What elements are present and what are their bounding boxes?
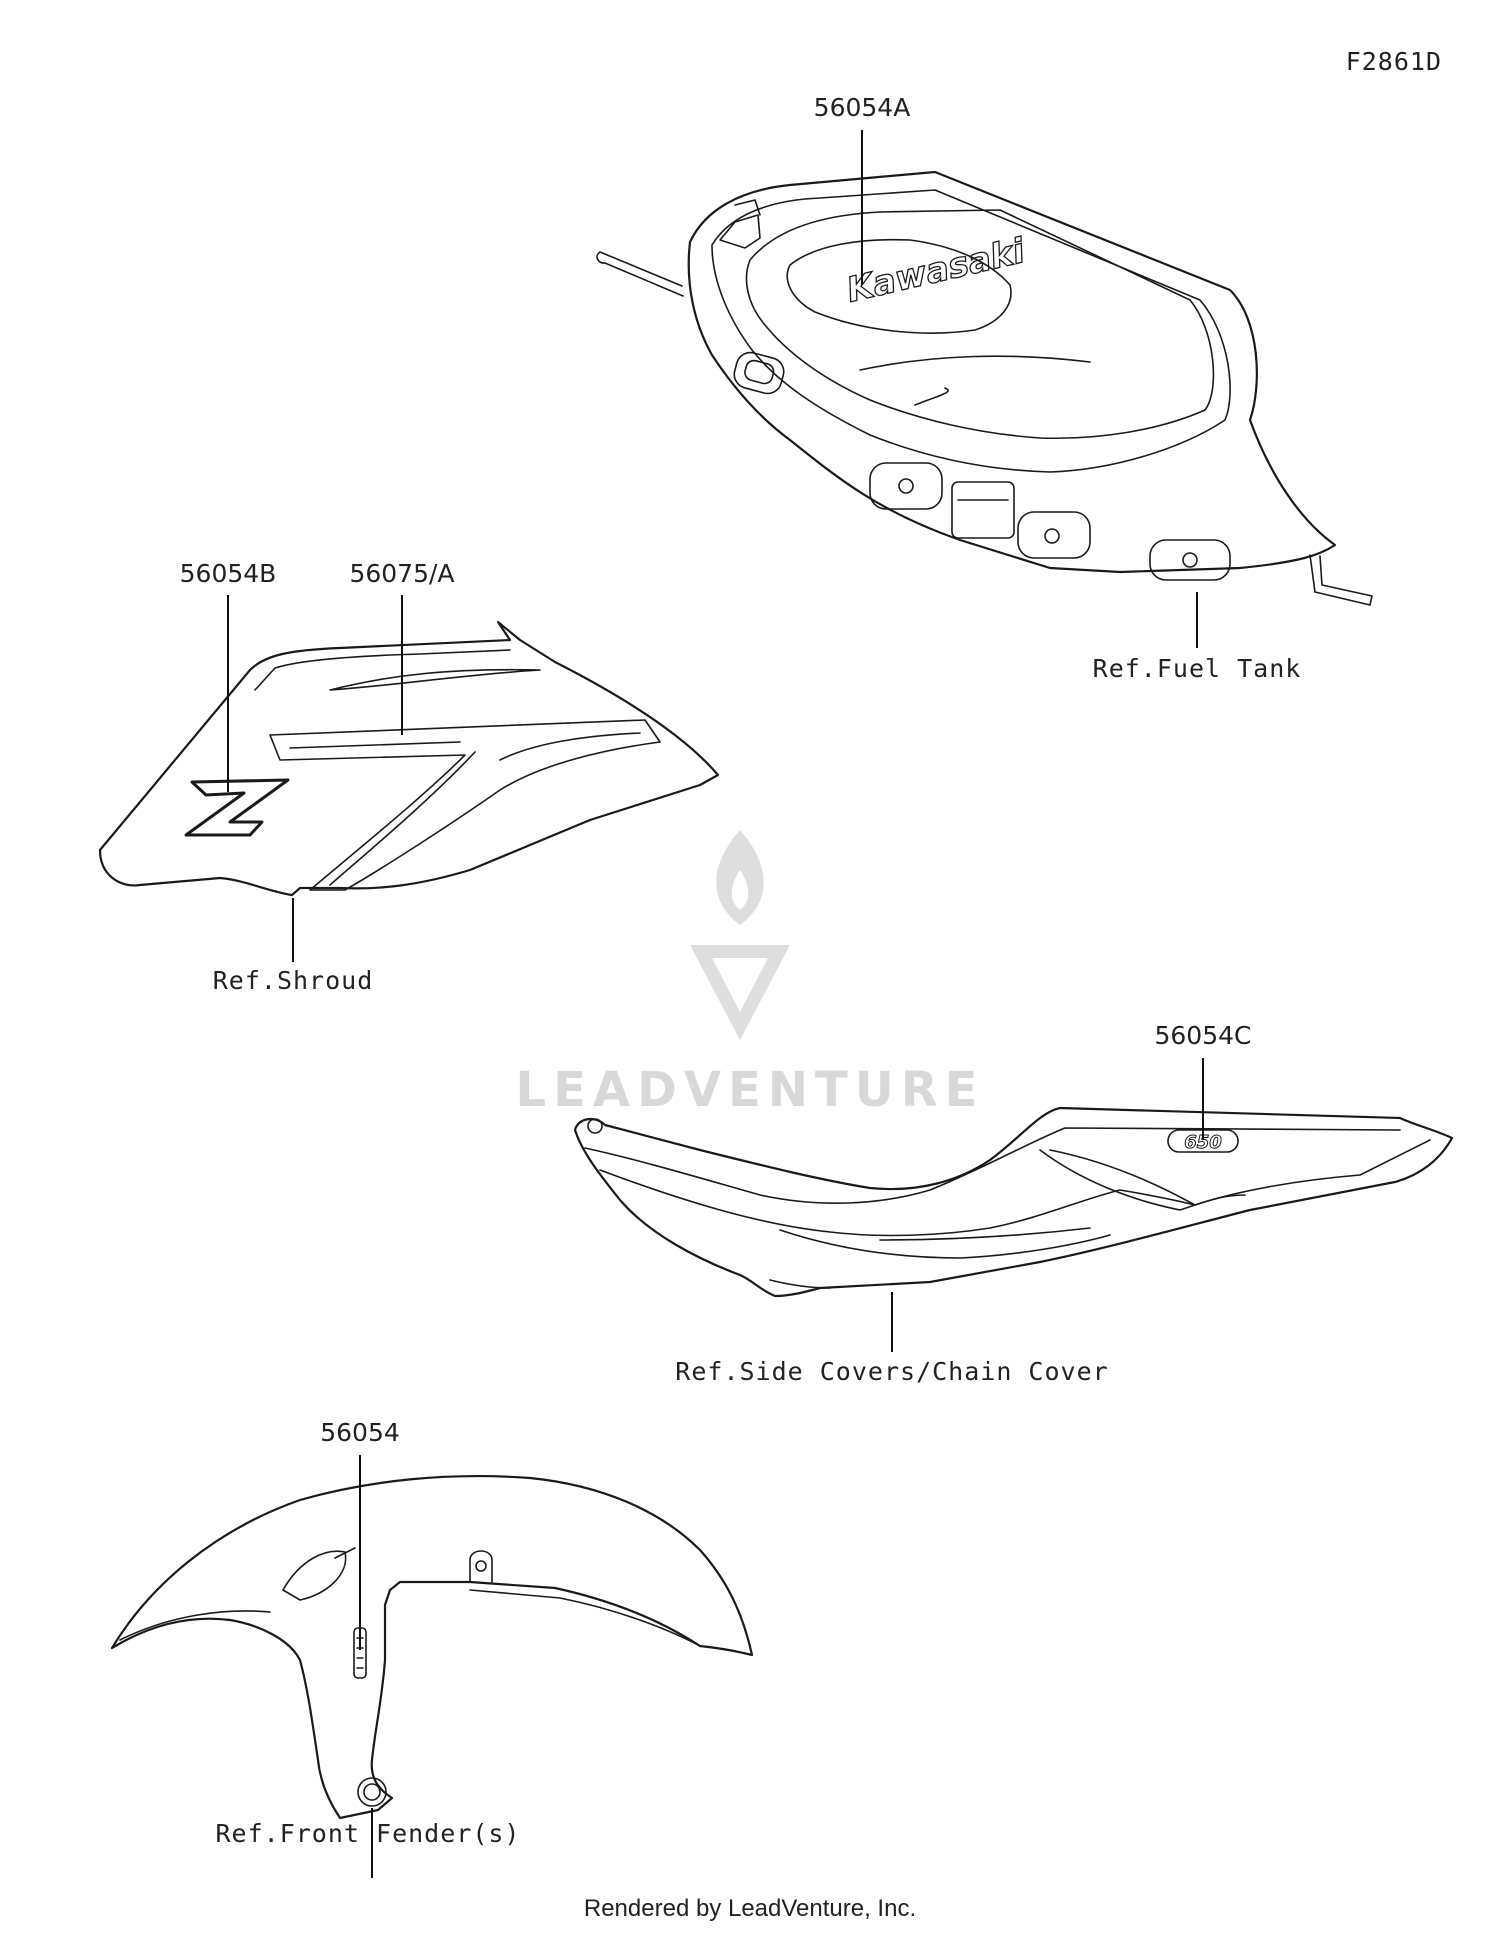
ref-front-fender: Ref.Front Fender(s) bbox=[216, 1819, 521, 1848]
tank-crease bbox=[859, 355, 1091, 406]
shroud-z-logo bbox=[184, 778, 290, 837]
watermark-flame-icon bbox=[716, 830, 764, 925]
tank-cap-knob bbox=[719, 199, 761, 249]
figure-id: F2861D bbox=[1346, 47, 1442, 76]
fender-outer bbox=[110, 1474, 754, 1820]
watermark-text: LEADVENTURE bbox=[516, 1062, 985, 1118]
callout-56075A: 56075/A bbox=[349, 559, 454, 588]
side-cover-bolt-hole bbox=[587, 1118, 603, 1134]
side-cover-chain-line bbox=[879, 1227, 1091, 1241]
watermark: LEADVENTURE bbox=[516, 830, 985, 1118]
tank-mount-tab bbox=[1309, 554, 1373, 606]
fender-mount-hole bbox=[475, 1560, 487, 1572]
footer-credit: Rendered by LeadVenture, Inc. bbox=[583, 1895, 917, 1922]
shroud-seven-inner bbox=[289, 732, 641, 886]
callout-56054: 56054 bbox=[320, 1418, 400, 1447]
tank-logo-pad bbox=[786, 238, 1012, 334]
shroud-sweep bbox=[329, 668, 541, 691]
tank-outer bbox=[687, 170, 1337, 574]
fender-mount-tab bbox=[469, 1550, 493, 1583]
side-cover-drawing: 650 bbox=[573, 1106, 1454, 1298]
fender-vent bbox=[282, 1550, 347, 1601]
callout-56054C: 56054C bbox=[1155, 1021, 1252, 1050]
side-cover-outer bbox=[573, 1106, 1454, 1298]
front-fender-drawing bbox=[110, 1474, 754, 1820]
shroud-outer bbox=[98, 620, 720, 897]
side-cover-rim bbox=[769, 1279, 831, 1289]
fender-bolt-hole-inner bbox=[363, 1783, 381, 1801]
side-cover-ridge bbox=[584, 1127, 1401, 1205]
tank-rod bbox=[596, 251, 684, 297]
ref-shroud: Ref.Shroud bbox=[213, 966, 374, 995]
side-cover-badge-text: 650 bbox=[1184, 1132, 1222, 1153]
shroud-top-edge bbox=[254, 649, 511, 691]
side-cover-lower bbox=[599, 1169, 1196, 1237]
watermark-chevron-icon bbox=[690, 945, 790, 1040]
tank-top-panel bbox=[745, 209, 1215, 440]
fender-bolt-hole-outer bbox=[357, 1777, 387, 1807]
side-cover-fold bbox=[1039, 1149, 1246, 1211]
fuel-tank-drawing: Kawasaki bbox=[596, 170, 1373, 606]
tank-clip-group bbox=[733, 351, 1231, 581]
shroud-seven-stripe bbox=[269, 719, 661, 891]
callout-56054A: 56054A bbox=[814, 93, 911, 122]
tank-inner-rim bbox=[711, 189, 1231, 473]
ref-side-covers: Ref.Side Covers/Chain Cover bbox=[675, 1357, 1108, 1386]
fender-edge bbox=[119, 1610, 271, 1641]
callout-56054B: 56054B bbox=[180, 559, 277, 588]
shroud-drawing bbox=[98, 620, 720, 897]
ref-fuel-tank: Ref.Fuel Tank bbox=[1093, 654, 1302, 683]
